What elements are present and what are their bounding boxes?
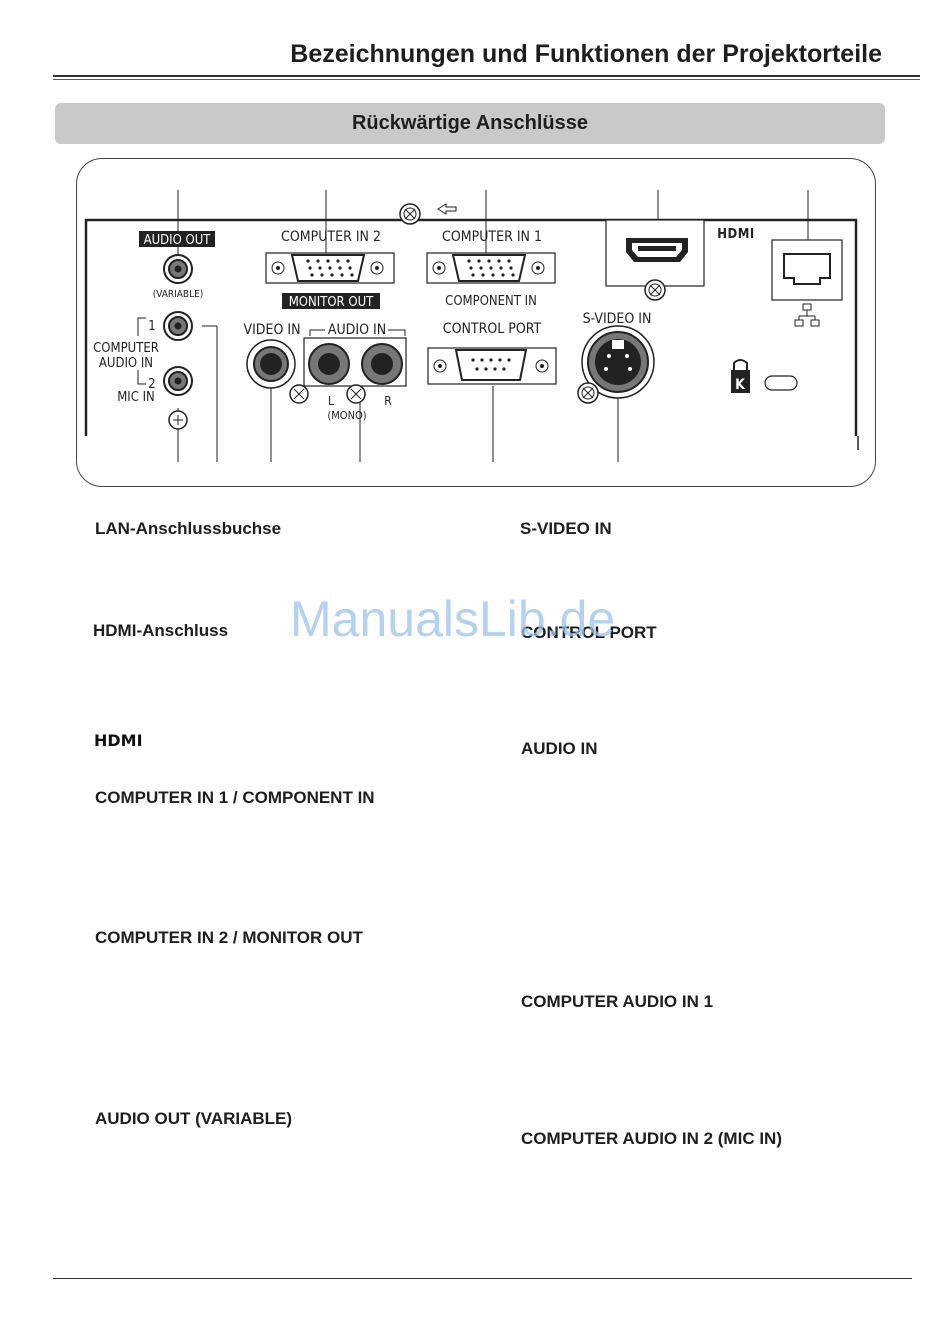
screw-icon-svideo	[577, 382, 599, 404]
arrow-left-icon	[437, 203, 457, 215]
network-icon	[794, 303, 820, 327]
video-in-jack	[246, 339, 296, 389]
header-rule	[53, 75, 920, 77]
video-in-text: VIDEO IN	[243, 322, 300, 338]
monitor-out-badge	[282, 293, 380, 309]
mic-in-text: MIC IN	[117, 390, 155, 405]
label-audio-out: AUDIO OUT (VARIABLE)	[95, 1109, 293, 1128]
callout-lines-bottom	[177, 325, 619, 462]
lan-port-connector	[783, 253, 831, 285]
hdmi-logo-text: HDMI	[94, 732, 143, 748]
section-title: Rückwärtige Anschlüsse	[351, 112, 588, 134]
left-text: L	[328, 394, 334, 408]
footer-rule	[53, 1278, 912, 1279]
hdmi-logo: HDMI	[94, 732, 143, 748]
watermark: ManualsLib.de	[290, 591, 616, 647]
label-audio-in: AUDIO IN	[521, 739, 598, 758]
kensington-lock-icon: K	[731, 359, 750, 393]
label-computer-in-1: COMPUTER IN 1 / COMPONENT IN	[95, 788, 375, 807]
computer-audio-in-2-jack	[163, 366, 193, 396]
label-computer-audio-1: COMPUTER AUDIO IN 1	[521, 992, 714, 1011]
computer-in-1-connector	[451, 254, 527, 282]
computer-in-1-pins	[467, 259, 515, 277]
screw-icon	[168, 410, 188, 430]
screw-icon-hdmi	[644, 279, 666, 301]
audio-out-jack	[163, 254, 193, 284]
component-in-text: COMPONENT IN	[445, 294, 537, 309]
control-port-text: CONTROL PORT	[443, 321, 542, 337]
audio-in-r-jack	[361, 343, 403, 385]
panel-outline	[84, 218, 858, 436]
label-hdmi-port: HDMI-Anschluss	[93, 621, 229, 640]
computer-in-1-text: COMPUTER IN 1	[442, 229, 542, 245]
computer-text: COMPUTER	[93, 341, 159, 356]
computer-in-2-pins	[306, 259, 354, 277]
section-banner: Rückwärtige Anschlüsse	[55, 103, 885, 144]
label-s-video: S-VIDEO IN	[520, 519, 612, 538]
screw-icon-top	[399, 203, 421, 225]
label-lan: LAN-Anschlussbuchse	[95, 519, 282, 538]
svg-text:K: K	[735, 377, 746, 393]
s-video-in-jack	[581, 325, 655, 399]
port-2-text: 2	[148, 377, 155, 392]
right-text: R	[384, 394, 392, 408]
label-control-port: CONTROL PORT	[521, 623, 657, 642]
lock-slot	[764, 375, 798, 391]
mono-text: (MONO)	[327, 409, 366, 422]
audio-in-text: AUDIO IN	[328, 322, 386, 338]
s-video-in-text: S-VIDEO IN	[583, 311, 652, 327]
diagram-frame	[76, 158, 876, 487]
variable-text: (VARIABLE)	[153, 289, 204, 300]
label-computer-in-2: COMPUTER IN 2 / MONITOR OUT	[95, 928, 363, 947]
screw-icon-av	[289, 384, 366, 404]
control-port-pins	[471, 358, 511, 371]
port-1-text: 1	[148, 319, 155, 334]
computer-in-2-text: COMPUTER IN 2	[281, 229, 381, 245]
label-computer-audio-2: COMPUTER AUDIO IN 2 (MIC IN)	[521, 1129, 782, 1148]
header-rule-thin	[53, 79, 920, 80]
computer-in-2-connector	[290, 254, 366, 282]
hdmi-panel-logo: HDMI	[717, 227, 755, 242]
audio-out-text: AUDIO OUT	[144, 233, 212, 248]
audio-in-side-text: AUDIO IN	[99, 356, 153, 371]
monitor-out-text: MONITOR OUT	[289, 295, 374, 310]
page-title: Bezeichnungen und Funktionen der Projekt…	[290, 40, 882, 68]
computer-audio-in-1-jack	[163, 311, 193, 341]
control-port-connector	[454, 349, 528, 381]
rear-panel-diagram: AUDIO OUT (VARIABLE) 1 2 COMPUTER AUDIO …	[84, 190, 859, 462]
audio-in-l-jack	[308, 343, 350, 385]
audio-out-badge	[139, 231, 215, 247]
